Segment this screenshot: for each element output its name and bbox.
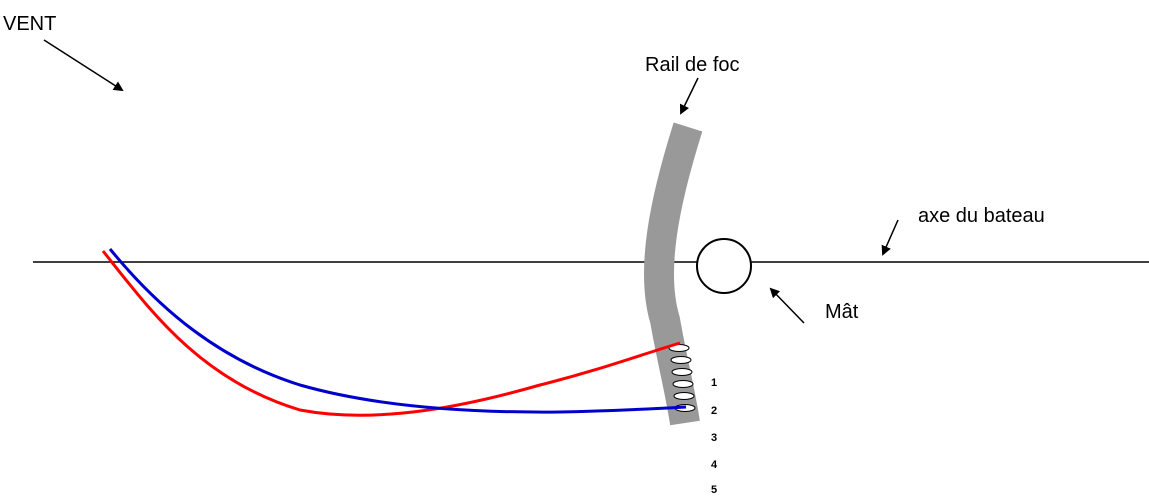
wind-label: VENT [3,13,57,35]
boat-axis-arrow [881,219,899,256]
track-hole [670,356,692,364]
red-sheet-curve [101,250,681,417]
track-hole [672,380,694,388]
wind-arrow [43,39,124,92]
hole-number: 3 [711,432,718,444]
mast-label: Mât [825,301,859,323]
mast-arrow [769,287,805,324]
mast-circle [696,238,752,294]
boat-axis-label: axe du bateau [918,205,1045,227]
track-hole [671,368,693,376]
hole-number: 1 [711,377,718,389]
jib-track-label: Rail de foc [645,54,740,76]
track-hole [673,392,695,400]
hole-number: 4 [711,459,718,471]
blue-sheet-curve [108,248,687,414]
hole-number: 2 [711,405,718,417]
jib-track [643,122,703,426]
hole-number: 5 [711,484,718,496]
jib-track-arrow [679,77,699,115]
